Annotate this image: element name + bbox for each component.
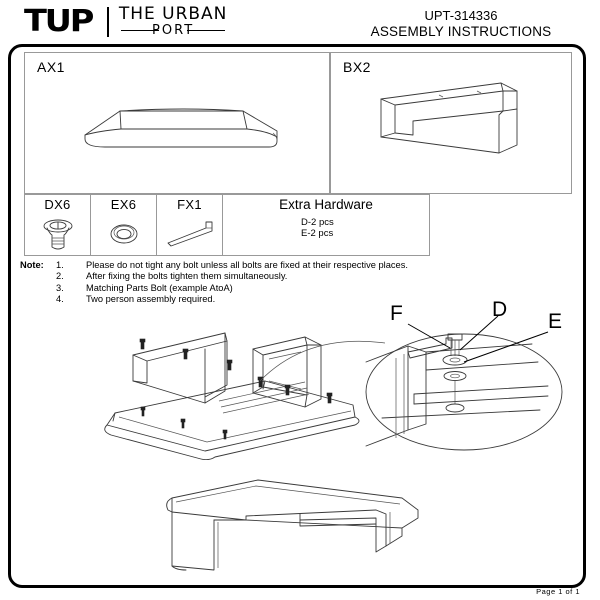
detail-label-d: D (492, 298, 508, 321)
hardware-table: DX6 EX6 FX1 (24, 194, 430, 256)
document-header: TUP THE URBAN PORT UPT-314336 ASSEMBLY I… (0, 0, 600, 46)
notes-section: Note: 1. Please do not tight any bolt un… (20, 260, 580, 306)
note-text: Please do not tight any bolt unless all … (86, 260, 408, 270)
hardware-cell-ex6: EX6 (91, 195, 157, 255)
logo-divider (106, 6, 109, 37)
extra-hardware-list: D-2 pcs E-2 pcs (223, 217, 429, 239)
document-title: ASSEMBLY INSTRUCTIONS (370, 24, 552, 39)
product-code: UPT-314336 (424, 8, 498, 23)
note-item: Note: 1. Please do not tight any bolt un… (20, 260, 580, 271)
logo-line-1: THE URBAN (118, 4, 228, 24)
logo-rule-right (187, 30, 226, 31)
notes-lead-label: Note: (20, 260, 44, 270)
hardware-cell-dx6: DX6 (25, 195, 91, 255)
hardware-label-fx1: FX1 (177, 197, 202, 212)
main-assembly-drawing (55, 325, 385, 460)
detail-label-e: E (548, 310, 563, 333)
extra-hardware-item: D-2 pcs (301, 217, 334, 228)
note-text: Two person assembly required. (86, 294, 216, 305)
brand-logo: TUP THE URBAN PORT (24, 3, 228, 39)
note-item: 2. After fixing the bolts tighten them s… (20, 271, 580, 282)
note-item: 3. Matching Parts Bolt (example AtoA) (20, 283, 580, 294)
hardware-label-dx6: DX6 (44, 197, 71, 212)
part-label-ax1: AX1 (37, 59, 65, 75)
leg-frame-panel-drawing (380, 82, 518, 154)
page-footer: Page 1 of 1 (536, 587, 580, 596)
detail-label-f: F (390, 302, 403, 325)
notes-lead-spacer (20, 283, 56, 294)
logo-mark-text: TUP (24, 3, 94, 39)
finished-product-drawing (150, 470, 440, 580)
extra-hardware-title: Extra Hardware (279, 197, 373, 212)
bolt-icon (25, 212, 90, 255)
table-top-panel-drawing (84, 108, 278, 148)
notes-lead-spacer (20, 271, 56, 282)
note-number: 4. (56, 294, 64, 305)
part-box-ax1: AX1 (24, 52, 330, 194)
notes-lead-spacer (20, 294, 56, 305)
part-box-bx2: BX2 (330, 52, 572, 194)
hardware-cell-extra: Extra Hardware D-2 pcs E-2 pcs (223, 195, 429, 255)
parts-diagram-row: AX1 BX2 (24, 52, 572, 194)
note-text: After fixing the bolts tighten them simu… (86, 271, 288, 282)
logo-line-2: PORT (152, 23, 195, 38)
logo-rule-left (120, 30, 159, 31)
logo-wordmark: THE URBAN PORT (118, 4, 228, 38)
detail-callout: F D E (352, 298, 582, 455)
extra-hardware-item: E-2 pcs (301, 228, 334, 239)
note-number: 2. (56, 271, 64, 282)
title-block: UPT-314336 ASSEMBLY INSTRUCTIONS (336, 8, 586, 40)
note-item: 4. Two person assembly required. (20, 294, 580, 305)
part-label-bx2: BX2 (343, 59, 371, 75)
note-text: Matching Parts Bolt (example AtoA) (86, 282, 233, 293)
allen-key-icon (157, 212, 222, 255)
hardware-label-ex6: EX6 (110, 197, 137, 212)
note-number: 1. (56, 260, 64, 270)
page-border (8, 44, 586, 588)
hardware-cell-fx1: FX1 (157, 195, 223, 255)
note-number: 3. (56, 282, 64, 293)
washer-icon (91, 212, 156, 255)
